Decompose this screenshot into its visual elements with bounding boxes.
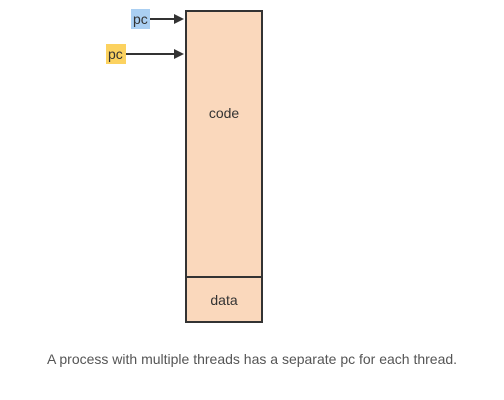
data-region-label: data <box>210 292 238 308</box>
figure-caption: A process with multiple threads has a se… <box>46 351 458 367</box>
thread-1-pc-label: pc <box>131 9 150 29</box>
thread-2-pc-label: pc <box>106 44 126 64</box>
process-memory-diagram: pc pc code data <box>106 9 263 323</box>
address-space-block: code data <box>185 10 263 323</box>
thread-1-pc-arrow-icon <box>150 14 184 24</box>
thread-2-pc-arrow-icon <box>126 49 184 59</box>
code-region: code <box>187 12 261 278</box>
code-region-label: code <box>208 105 240 121</box>
data-region: data <box>187 278 261 323</box>
